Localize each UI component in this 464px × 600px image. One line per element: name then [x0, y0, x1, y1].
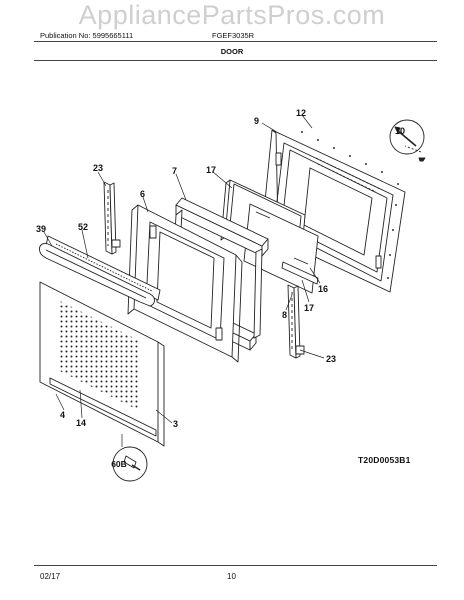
part-52-vent-trim: [45, 235, 161, 301]
callout-3: 3: [173, 419, 178, 429]
callout-16: 16: [318, 284, 328, 294]
callout-9: 9: [254, 116, 259, 126]
part-12-screws: [301, 131, 399, 279]
part-3-outer-panel: [39, 281, 165, 447]
part-14-bottom-trim: [49, 377, 157, 437]
model-number: FGEF3035R: [212, 31, 255, 40]
part-60B-screw-callout: [112, 446, 148, 482]
callout-6: 6: [140, 189, 145, 199]
callout-12: 12: [296, 108, 306, 118]
title-rule: [34, 60, 437, 61]
callout-23-left: 23: [93, 163, 103, 173]
part-17-glass-retainer-lower: [281, 261, 319, 285]
callout-8: 8: [282, 310, 287, 320]
callout-23-right: 23: [326, 354, 336, 364]
part-10-screw-callout: [389, 119, 426, 162]
callout-52: 52: [78, 222, 88, 232]
callout-10: 10: [395, 126, 405, 136]
callout-14: 14: [76, 418, 86, 428]
publication-number: Publication No: 5995665111: [40, 31, 134, 40]
part-39-door-handle: [39, 243, 155, 307]
callout-17-upper: 17: [206, 165, 216, 175]
part-23-hinge-right: [287, 284, 305, 359]
callout-60B: 60B: [111, 459, 127, 469]
part-6-inner-panel: [127, 204, 243, 363]
callout-17-lower: 17: [304, 303, 314, 313]
part-23-hinge-left: [103, 181, 121, 255]
footer-date: 02/17: [40, 572, 61, 581]
section-title: DOOR: [220, 47, 244, 56]
footer-rule: [34, 565, 437, 566]
leader-lines: [43, 114, 325, 447]
header-rule: [34, 41, 437, 42]
watermark: AppliancePartsPros.com: [78, 0, 386, 30]
part-9-outer-frame: [261, 129, 406, 293]
diagram-code: T20D0053B1: [358, 455, 411, 465]
callout-7: 7: [172, 166, 177, 176]
callout-labels: 9 12 10 23 7 17 6 39 52 16 8 17 23 3 4 1…: [36, 108, 405, 469]
page-number: 10: [227, 572, 236, 581]
callout-39: 39: [36, 224, 46, 234]
callout-4: 4: [60, 410, 65, 420]
